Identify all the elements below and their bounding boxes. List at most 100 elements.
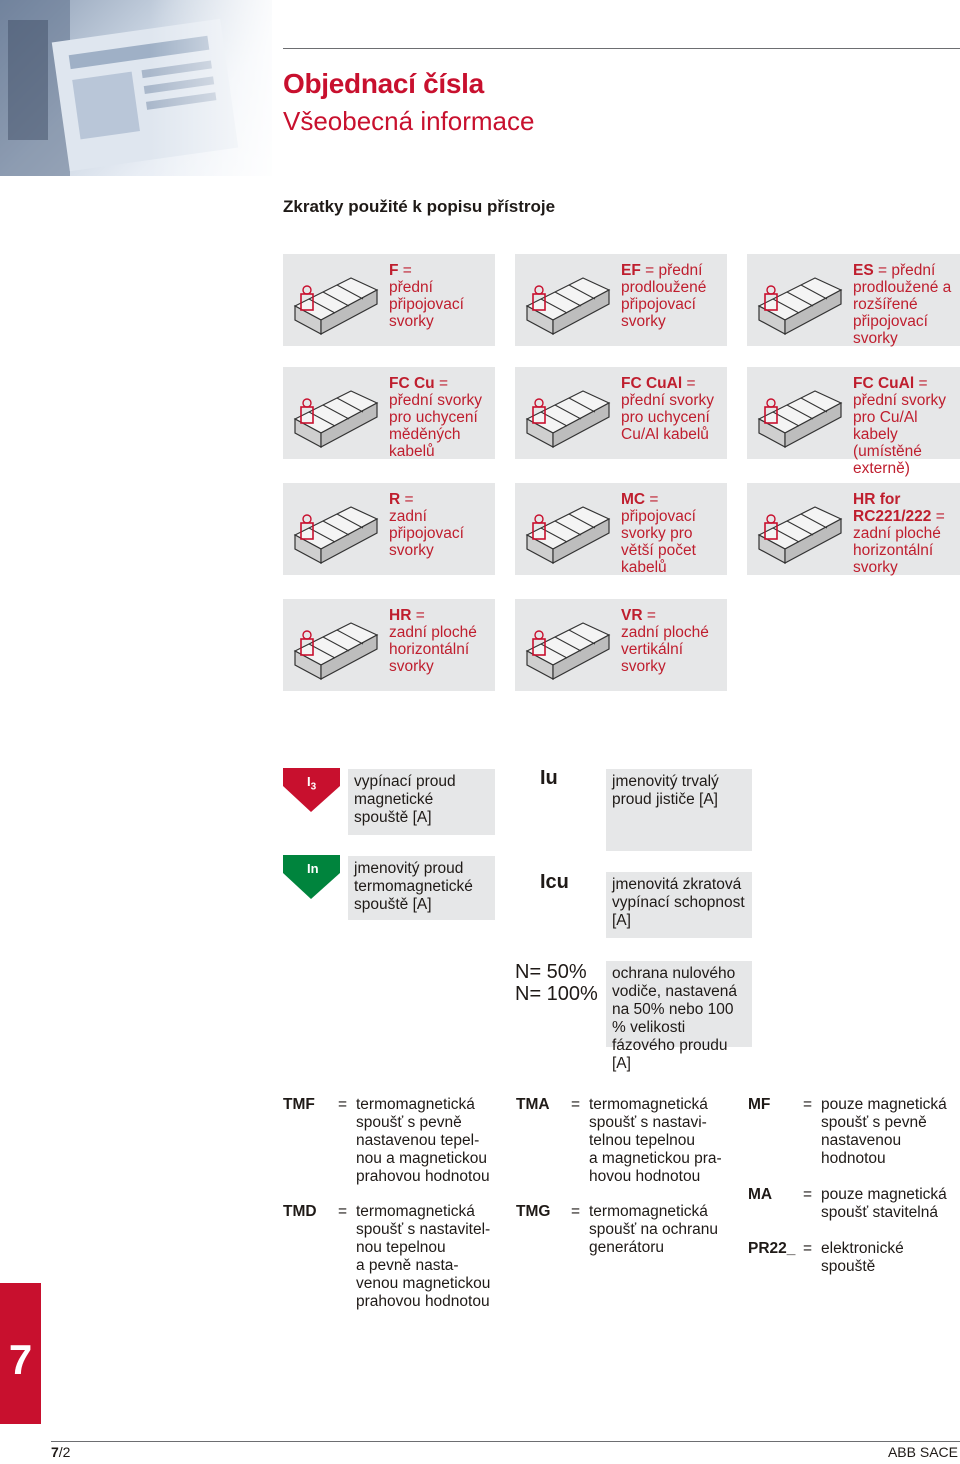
terminal-tile: FC CuAl =přední svorky pro Cu/Al kabely … xyxy=(747,367,960,477)
terminal-illustration xyxy=(525,506,611,565)
legend-key: MF xyxy=(748,1096,771,1113)
terminal-description: přední svorky pro Cu/Al kabely (umístěné… xyxy=(853,392,947,477)
icu-key: Icu xyxy=(540,871,569,893)
header-rule xyxy=(283,48,960,49)
iu-key: Iu xyxy=(540,767,558,789)
terminal-code: FC Cu xyxy=(389,375,435,392)
terminal-text: FC Cu =přední svorky pro uchycení měděný… xyxy=(389,375,491,460)
terminal-equals: = přední xyxy=(873,262,936,279)
terminal-illustration xyxy=(293,622,379,681)
chapter-tab: 7 xyxy=(0,1283,41,1424)
footer-rule xyxy=(51,1441,960,1442)
in-symbol: In xyxy=(283,855,340,899)
terminal-text: HR =zadní ploché horizontální svorky xyxy=(389,607,491,675)
i3-subscript: 3 xyxy=(310,781,317,793)
terminal-code: FC CuAl xyxy=(621,375,683,392)
page-number-chapter: 7 xyxy=(51,1444,59,1460)
terminal-description: prodloužené připojovací svorky xyxy=(621,279,707,330)
terminal-description: zadní ploché horizontální svorky xyxy=(853,525,941,576)
terminal-code: HR for RC221/222 xyxy=(853,491,932,525)
terminal-description: zadní ploché horizontální svorky xyxy=(389,624,477,675)
terminal-equals: = xyxy=(398,262,412,279)
terminal-equals: = xyxy=(682,375,696,392)
terminal-tile: VR =zadní ploché vertikální svorky xyxy=(515,599,727,691)
legend-equals: = xyxy=(803,1186,813,1203)
terminal-text: FC CuAl =přední svorky pro uchycení Cu/A… xyxy=(621,375,723,443)
terminal-text: R =zadní připojovací svorky xyxy=(389,491,491,559)
terminal-tile: MC =připojovací svorky pro větší počet k… xyxy=(515,483,727,576)
legend-key: TMF xyxy=(283,1096,315,1113)
terminal-illustration xyxy=(525,277,611,336)
terminal-illustration xyxy=(757,390,843,449)
terminal-code: VR xyxy=(621,607,643,624)
i3-symbol: I3 xyxy=(283,768,340,812)
terminal-description: zadní ploché vertikální svorky xyxy=(621,624,709,675)
terminal-equals: = xyxy=(914,375,928,392)
terminal-equals: = xyxy=(645,491,659,508)
terminal-equals: = xyxy=(642,607,656,624)
legend-equals: = xyxy=(338,1203,348,1220)
icu-description: jmenovitá zkratová vypínací schopnost [A… xyxy=(606,872,752,938)
terminal-code: HR xyxy=(389,607,412,624)
legend-key: TMG xyxy=(516,1203,551,1220)
terminal-equals: = xyxy=(400,491,414,508)
in-label: In xyxy=(307,861,319,876)
section-heading: Zkratky použité k popisu přístroje xyxy=(283,197,556,216)
n-key-50: N= 50% xyxy=(515,961,587,983)
terminal-code: ES xyxy=(853,262,874,279)
legend-equals: = xyxy=(571,1203,581,1220)
terminal-equals: = xyxy=(411,607,425,624)
page-subtitle: Všeobecná informace xyxy=(283,106,535,136)
terminal-tile: R =zadní připojovací svorky xyxy=(283,483,495,575)
terminal-text: VR =zadní ploché vertikální svorky xyxy=(621,607,723,675)
terminal-tile: FC CuAl =přední svorky pro uchycení Cu/A… xyxy=(515,367,727,459)
terminal-text: MC =připojovací svorky pro větší počet k… xyxy=(621,491,723,576)
legend-equals: = xyxy=(803,1240,813,1257)
terminal-code: EF xyxy=(621,262,641,279)
terminal-equals: = přední xyxy=(640,262,703,279)
terminal-tile: HR for RC221/222 =zadní ploché horizontá… xyxy=(747,483,960,576)
terminal-illustration xyxy=(525,622,611,681)
i3-label: I xyxy=(307,774,311,789)
page-number-rest: /2 xyxy=(58,1444,71,1460)
page-title: Objednací čísla xyxy=(283,68,484,99)
legend-key: TMD xyxy=(283,1203,317,1220)
terminal-description: prodloužené a rozšířené připojovací svor… xyxy=(853,279,952,347)
terminal-text: HR for RC221/222 =zadní ploché horizontá… xyxy=(853,491,956,576)
legend-equals: = xyxy=(571,1096,581,1113)
legend-equals: = xyxy=(803,1096,813,1113)
terminal-description: přední svorky pro uchycení Cu/Al kabelů xyxy=(621,392,715,443)
terminal-illustration xyxy=(293,390,379,449)
i3-description: vypínací proud magnetické spouště [A] xyxy=(348,769,495,835)
terminal-illustration xyxy=(525,390,611,449)
terminal-code: MC xyxy=(621,491,646,508)
legend-key: TMA xyxy=(516,1096,550,1113)
terminal-text: F =přední připojovací svorky xyxy=(389,262,491,330)
terminal-code: R xyxy=(389,491,401,508)
terminal-description: přední připojovací svorky xyxy=(389,279,464,330)
terminal-description: zadní připojovací svorky xyxy=(389,508,464,559)
header-photo xyxy=(0,0,272,176)
terminal-tile: HR =zadní ploché horizontální svorky xyxy=(283,599,495,691)
terminal-tile: F =přední připojovací svorky xyxy=(283,254,495,346)
in-description: jmenovitý proud termomagnetické spouště … xyxy=(348,856,495,920)
terminal-illustration xyxy=(757,506,843,565)
terminal-description: přední svorky pro uchycení měděných kabe… xyxy=(389,392,483,460)
terminal-illustration xyxy=(293,277,379,336)
terminal-equals: = xyxy=(434,375,448,392)
legend-key: MA xyxy=(748,1186,773,1203)
terminal-equals: = xyxy=(931,508,945,525)
terminal-illustration xyxy=(757,277,843,336)
terminal-code: F xyxy=(389,262,399,279)
terminal-description: připojovací svorky pro větší počet kabel… xyxy=(621,508,696,576)
legend-equals: = xyxy=(338,1096,348,1113)
